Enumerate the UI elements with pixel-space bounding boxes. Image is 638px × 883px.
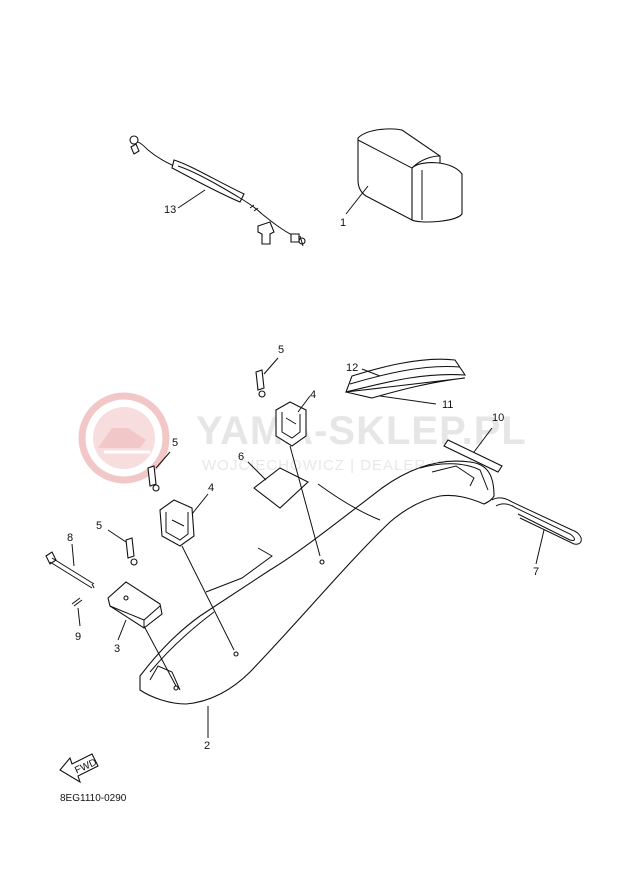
callout-1: 1 [340, 217, 346, 229]
watermark-logo [78, 392, 170, 484]
callout-3: 3 [114, 643, 120, 655]
part-2-panel [139, 460, 495, 705]
callout-2: 2 [204, 740, 210, 752]
part-13-cable [129, 135, 306, 247]
callout-5-middle: 5 [172, 437, 178, 449]
part-8-bolt [45, 551, 95, 589]
part-10-strip [443, 439, 503, 473]
part-7-rod [491, 497, 582, 545]
callout-12: 12 [346, 362, 358, 374]
callout-7: 7 [533, 566, 539, 578]
part-5-screw-upper [255, 369, 266, 398]
part-12-label [345, 358, 467, 399]
diagram-code: 8EG1110-0290 [60, 793, 127, 804]
callout-4-middle: 4 [208, 482, 214, 494]
fwd-arrow-icon: FWD [59, 753, 99, 784]
part-4-clip-middle [159, 499, 195, 547]
callout-11: 11 [442, 399, 453, 411]
watermark-brand: YAMA-SKLEP.PL [196, 409, 527, 453]
part-9-pin [71, 597, 83, 607]
callout-13: 13 [164, 204, 176, 216]
part-3-bracket [107, 581, 163, 629]
part-4-clip-upper [275, 401, 307, 447]
callout-9: 9 [75, 631, 81, 643]
callout-8: 8 [67, 532, 73, 544]
part-5-screw-middle [147, 465, 160, 492]
callout-5-lower: 5 [96, 520, 102, 532]
part-5-screw-lower [125, 537, 138, 566]
part-6-pad [253, 467, 309, 509]
fwd-arrow-label: FWD [73, 757, 98, 776]
callout-4-upper: 4 [310, 389, 316, 401]
callout-10: 10 [492, 412, 504, 424]
callout-6: 6 [238, 451, 244, 463]
part-1-box [357, 128, 463, 223]
callout-5-upper: 5 [278, 344, 284, 356]
